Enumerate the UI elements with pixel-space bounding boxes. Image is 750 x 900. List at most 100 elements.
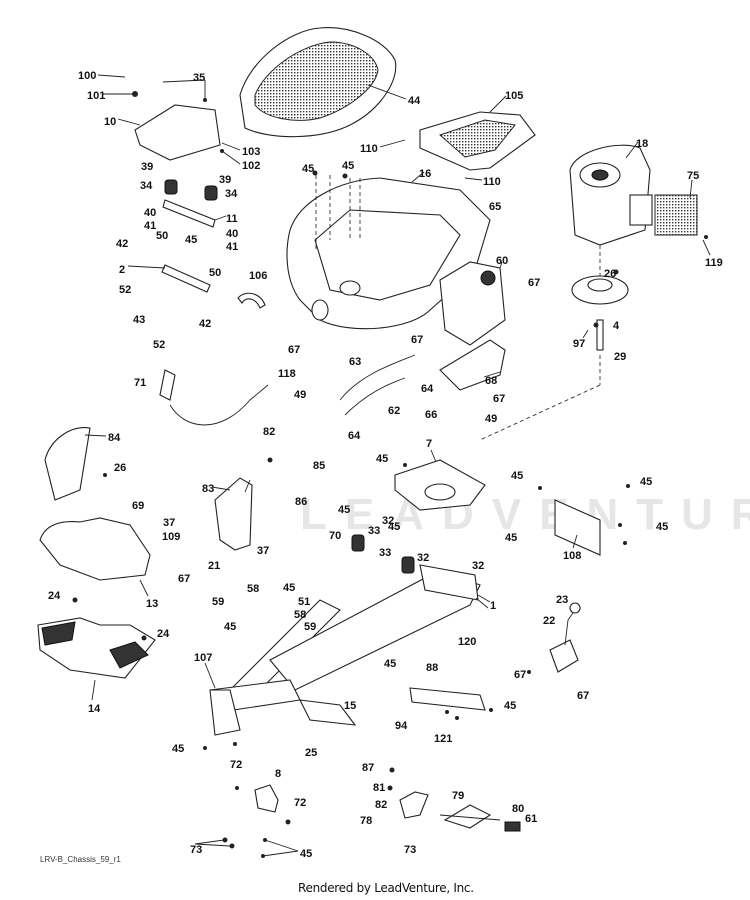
callout-51[interactable]: 51 (298, 596, 311, 608)
callout-78[interactable]: 78 (360, 815, 373, 827)
callout-32[interactable]: 32 (417, 552, 430, 564)
callout-110[interactable]: 110 (360, 143, 378, 155)
callout-1[interactable]: 1 (490, 600, 497, 612)
rail-part[interactable] (299, 699, 357, 726)
tank-bracket-part[interactable] (439, 339, 506, 391)
rear-plate-part[interactable] (554, 499, 601, 556)
callout-58[interactable]: 58 (247, 583, 260, 595)
callout-103[interactable]: 103 (242, 146, 261, 158)
callout-60[interactable]: 60 (496, 255, 509, 267)
callout-67[interactable]: 67 (411, 334, 424, 346)
seat-bracket-part[interactable] (211, 477, 253, 551)
callout-62[interactable]: 62 (388, 405, 401, 417)
callout-67[interactable]: 67 (493, 393, 506, 405)
pulley-part[interactable] (479, 275, 629, 441)
callout-32[interactable]: 32 (472, 560, 485, 572)
callout-22[interactable]: 22 (543, 615, 556, 627)
callout-35[interactable]: 35 (193, 72, 206, 84)
callout-81[interactable]: 81 (373, 782, 386, 794)
callout-40[interactable]: 40 (226, 228, 239, 240)
callout-41[interactable]: 41 (144, 220, 157, 232)
callout-64[interactable]: 64 (348, 430, 361, 442)
callout-52[interactable]: 52 (153, 339, 166, 351)
callout-94[interactable]: 94 (395, 720, 408, 732)
cable-part[interactable] (159, 369, 269, 426)
callout-84[interactable]: 84 (108, 432, 121, 444)
fuel-hose-part[interactable] (339, 354, 416, 416)
callout-37[interactable]: 37 (163, 517, 176, 529)
callout-67[interactable]: 67 (577, 690, 590, 702)
callout-18[interactable]: 18 (636, 138, 649, 150)
callout-10[interactable]: 10 (104, 116, 117, 128)
callout-26[interactable]: 26 (604, 268, 617, 280)
callout-67[interactable]: 67 (288, 344, 301, 356)
grille-part[interactable] (37, 617, 156, 701)
callout-4[interactable]: 4 (613, 320, 620, 332)
callout-15[interactable]: 15 (344, 700, 357, 712)
callout-39[interactable]: 39 (219, 174, 232, 186)
callout-45[interactable]: 45 (504, 700, 517, 712)
callout-64[interactable]: 64 (421, 383, 434, 395)
seat-part[interactable] (239, 27, 407, 138)
callout-97[interactable]: 97 (573, 338, 586, 350)
callout-71[interactable]: 71 (134, 377, 147, 389)
callout-24[interactable]: 24 (48, 590, 61, 602)
battery-cover-part[interactable] (379, 95, 536, 181)
callout-42[interactable]: 42 (199, 318, 212, 330)
callout-45[interactable]: 45 (300, 848, 313, 860)
callout-72[interactable]: 72 (294, 797, 307, 809)
callout-109[interactable]: 109 (162, 531, 181, 543)
axle-bracket-part[interactable] (204, 662, 241, 736)
callout-65[interactable]: 65 (489, 201, 502, 213)
callout-102[interactable]: 102 (242, 160, 261, 172)
callout-45[interactable]: 45 (338, 504, 351, 516)
callout-73[interactable]: 73 (190, 844, 203, 856)
callout-49[interactable]: 49 (485, 413, 498, 425)
callout-43[interactable]: 43 (133, 314, 146, 326)
callout-45[interactable]: 45 (185, 234, 198, 246)
callout-83[interactable]: 83 (202, 483, 215, 495)
callout-45[interactable]: 45 (342, 160, 355, 172)
callout-21[interactable]: 21 (208, 560, 221, 572)
callout-73[interactable]: 73 (404, 844, 417, 856)
callout-37[interactable]: 37 (257, 545, 270, 557)
callout-67[interactable]: 67 (528, 277, 541, 289)
dash-panel-part[interactable] (44, 427, 107, 501)
callout-121[interactable]: 121 (434, 733, 453, 745)
callout-59[interactable]: 59 (212, 596, 225, 608)
adjuster-part[interactable] (127, 264, 211, 293)
callout-119[interactable]: 119 (705, 257, 723, 269)
callout-41[interactable]: 41 (226, 241, 239, 253)
callout-80[interactable]: 80 (512, 803, 525, 815)
callout-44[interactable]: 44 (408, 95, 421, 107)
callout-7[interactable]: 7 (426, 438, 433, 450)
callout-45[interactable]: 45 (656, 521, 669, 533)
callout-63[interactable]: 63 (349, 356, 362, 368)
callout-45[interactable]: 45 (302, 163, 315, 175)
callout-45[interactable]: 45 (505, 532, 518, 544)
callout-75[interactable]: 75 (687, 170, 700, 182)
callout-118[interactable]: 118 (278, 368, 296, 380)
callout-79[interactable]: 79 (452, 790, 465, 802)
callout-86[interactable]: 86 (295, 496, 308, 508)
callout-40[interactable]: 40 (144, 207, 157, 219)
front-hood-part[interactable] (39, 517, 151, 597)
callout-45[interactable]: 45 (384, 658, 397, 670)
callout-100[interactable]: 100 (78, 70, 97, 82)
callout-50[interactable]: 50 (209, 267, 222, 279)
callout-59[interactable]: 59 (304, 621, 317, 633)
callout-33[interactable]: 33 (379, 547, 392, 559)
callout-67[interactable]: 67 (178, 573, 191, 585)
pedal-part[interactable] (504, 821, 521, 832)
callout-45[interactable]: 45 (376, 453, 389, 465)
slide-bracket-part[interactable] (162, 199, 227, 228)
callout-88[interactable]: 88 (426, 662, 439, 674)
callout-70[interactable]: 70 (329, 530, 342, 542)
callout-120[interactable]: 120 (458, 636, 477, 648)
callout-32[interactable]: 32 (382, 515, 395, 527)
seat-plate-part[interactable] (394, 449, 486, 511)
pedal-shaft-part[interactable] (439, 804, 501, 829)
handle-part[interactable] (237, 292, 266, 309)
callout-68[interactable]: 68 (485, 375, 498, 387)
callout-66[interactable]: 66 (425, 409, 438, 421)
